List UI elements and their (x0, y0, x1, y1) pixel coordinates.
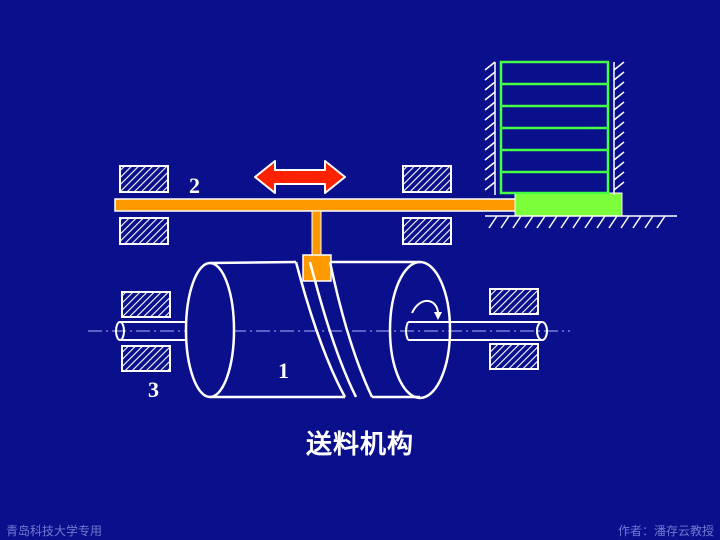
slider-stem (311, 210, 322, 258)
bearing-block (121, 345, 171, 372)
bearing-block (489, 343, 539, 370)
label-cam: 1 (278, 358, 289, 383)
bearing-block (489, 288, 539, 315)
pusher-block (514, 192, 623, 217)
diagram-caption: 送料机构 (305, 430, 414, 460)
material-stack (499, 60, 610, 195)
label-slider: 2 (189, 173, 200, 198)
slider-bar (114, 198, 518, 282)
left-shaft (115, 321, 188, 341)
bearing-block (119, 217, 169, 245)
roller-follower (302, 254, 332, 282)
shaft-bearings (121, 288, 539, 372)
magazine-walls (484, 61, 625, 195)
label-frame: 3 (148, 377, 159, 402)
bearing-block (402, 217, 452, 245)
right-shaft (405, 321, 548, 341)
slider-bearings (119, 165, 452, 245)
footer-institution: 青岛科技大学专用 (6, 524, 103, 538)
bearing-block (119, 165, 169, 193)
bearing-block (402, 165, 452, 193)
footer-author: 作者：潘存云教授 (617, 524, 714, 538)
cylindrical-cam (184, 260, 452, 400)
bearing-block (121, 291, 171, 318)
reciprocating-arrow (254, 160, 346, 194)
rotation-arrow (411, 299, 439, 314)
ground (485, 215, 677, 229)
